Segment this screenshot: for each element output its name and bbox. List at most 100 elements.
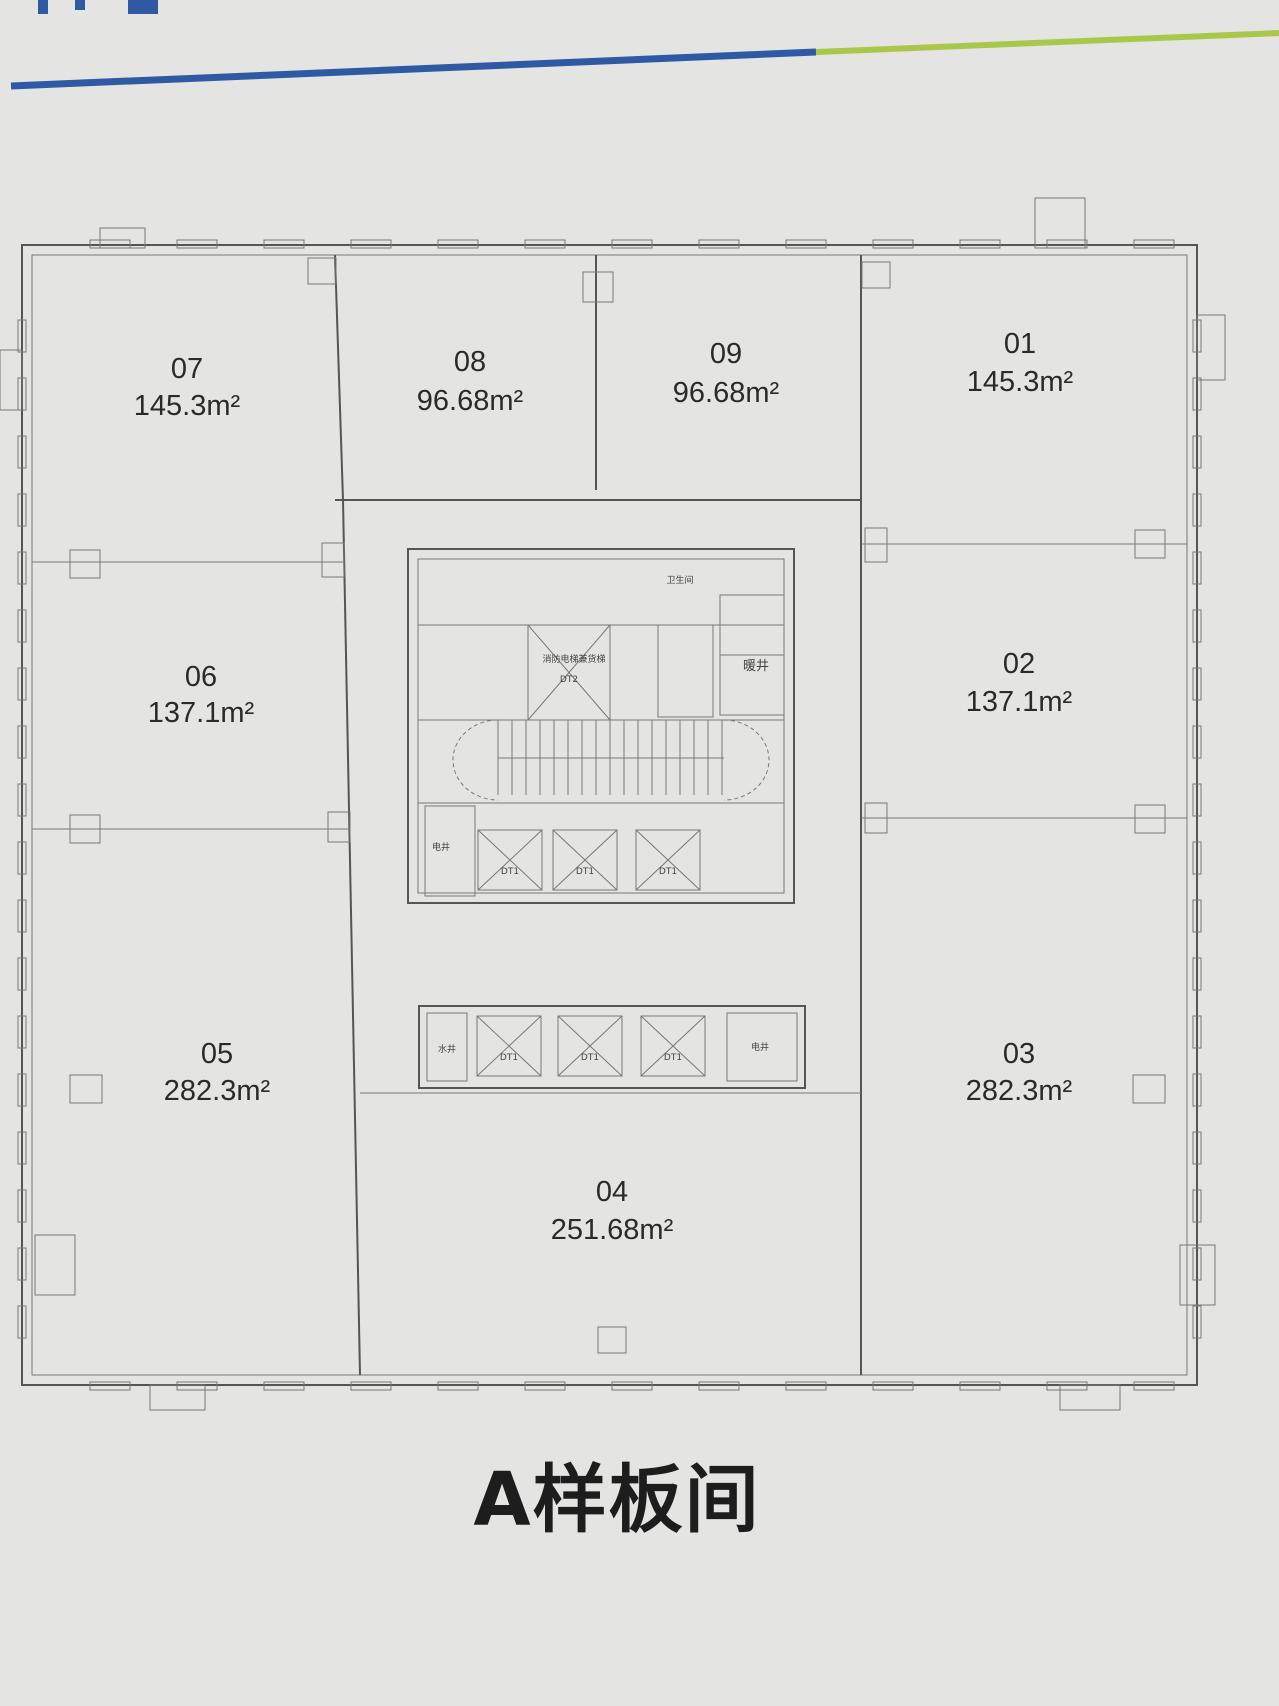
window: [17, 957, 27, 991]
unit-area: 145.3m²: [134, 390, 241, 422]
unit-number: 08: [454, 346, 486, 378]
window: [17, 1073, 27, 1107]
electric-shaft-label-2: 电井: [751, 1041, 769, 1053]
window: [176, 1381, 218, 1391]
plan-title: A样板间: [473, 1457, 761, 1543]
unit-03: 03 282.3m²: [966, 1038, 1073, 1107]
dt2-label: DT2: [560, 675, 578, 685]
window: [1192, 1073, 1202, 1107]
window: [785, 1381, 827, 1391]
window: [698, 239, 740, 249]
unit-area: 145.3m²: [967, 366, 1074, 398]
window: [524, 239, 566, 249]
header-title-fragment: [38, 0, 48, 14]
unit-number: 01: [1004, 328, 1036, 360]
window: [785, 239, 827, 249]
window: [1192, 957, 1202, 991]
unit-area: 282.3m²: [164, 1075, 271, 1107]
window: [872, 239, 914, 249]
window: [263, 239, 305, 249]
window: [1192, 1247, 1202, 1281]
pipe-shaft-label: 暖井: [743, 659, 769, 674]
unit-number: 09: [710, 338, 742, 370]
window: [1192, 1015, 1202, 1049]
elevator-shaft: [557, 1015, 623, 1077]
window: [17, 899, 27, 933]
unit-02: 02 137.1m²: [966, 648, 1073, 718]
header-title-fragment: [128, 0, 158, 14]
window: [959, 239, 1001, 249]
window: [17, 1189, 27, 1223]
header-line-green: [815, 30, 1279, 55]
elevator-shaft: [640, 1015, 706, 1077]
unit-number: 06: [185, 661, 217, 693]
window: [1192, 725, 1202, 759]
window: [1192, 1131, 1202, 1165]
unit-number: 03: [1003, 1038, 1035, 1070]
window: [437, 239, 479, 249]
interior-walls: [32, 254, 1187, 1376]
window: [17, 841, 27, 875]
elevator-label: DT1: [664, 1053, 682, 1063]
window: [872, 1381, 914, 1391]
window: [1192, 319, 1202, 353]
fire-elevator-label: 消防电梯兼货梯: [542, 653, 605, 665]
window: [17, 1305, 27, 1339]
elevator-label: DT1: [501, 867, 519, 877]
window: [1192, 841, 1202, 875]
unit-01: 01 145.3m²: [967, 328, 1074, 398]
window: [350, 1381, 392, 1391]
window: [1192, 783, 1202, 817]
elevator-label: DT1: [659, 867, 677, 877]
window: [611, 1381, 653, 1391]
window: [17, 551, 27, 585]
window: [350, 239, 392, 249]
outer-walls: [0, 197, 1226, 1411]
window: [17, 725, 27, 759]
unit-area: 96.68m²: [417, 385, 524, 417]
stair-landing-arc: [723, 719, 770, 801]
window: [17, 493, 27, 527]
unit-number: 04: [596, 1176, 628, 1208]
window: [17, 1247, 27, 1281]
window: [17, 435, 27, 469]
unit-08: 08 96.68m²: [417, 346, 524, 417]
window: [1192, 377, 1202, 411]
elevator-cross: [477, 829, 543, 891]
elevator-shaft: [552, 829, 618, 891]
window: [1192, 667, 1202, 701]
window: [1046, 1381, 1088, 1391]
elevator-shaft: [635, 829, 701, 891]
window: [17, 377, 27, 411]
unit-area: 137.1m²: [966, 686, 1073, 718]
unit-05: 05 282.3m²: [164, 1038, 271, 1107]
window: [89, 239, 131, 249]
elevator-cross: [635, 829, 701, 891]
unit-number: 05: [201, 1038, 233, 1070]
window: [89, 1381, 131, 1391]
window: [1046, 239, 1088, 249]
window: [176, 239, 218, 249]
unit-number: 02: [1003, 648, 1035, 680]
facade-mullions: [17, 239, 1202, 1391]
unit-area: 282.3m²: [966, 1075, 1073, 1107]
window: [1133, 239, 1175, 249]
window: [263, 1381, 305, 1391]
elevator-cross: [552, 829, 618, 891]
window: [698, 1381, 740, 1391]
window: [959, 1381, 1001, 1391]
header-line-blue: [10, 48, 817, 90]
water-shaft-label: 水井: [438, 1043, 456, 1055]
electric-shaft-label: 电井: [432, 841, 450, 853]
window: [524, 1381, 566, 1391]
window: [1192, 551, 1202, 585]
window: [17, 1015, 27, 1049]
unit-area: 96.68m²: [673, 377, 780, 409]
window: [1133, 1381, 1175, 1391]
elevator-cross: [557, 1015, 623, 1077]
